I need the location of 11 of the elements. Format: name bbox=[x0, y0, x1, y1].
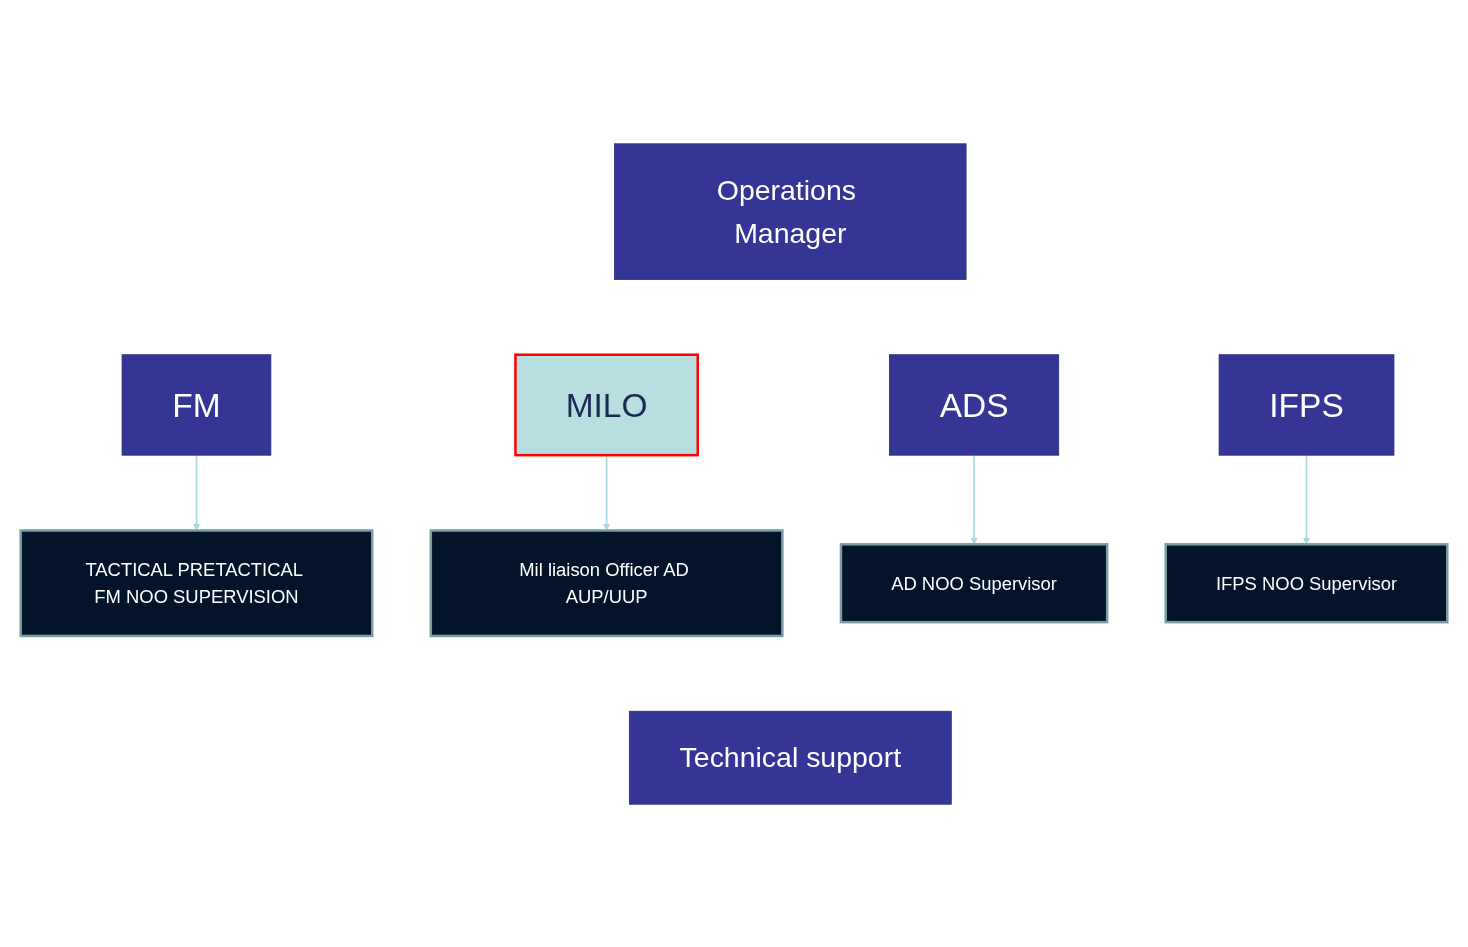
node-box: IFPS bbox=[1218, 353, 1395, 456]
node-box: Technical support bbox=[628, 710, 952, 805]
node-box: Mil liaison Officer AD AUP/UUP bbox=[429, 528, 784, 637]
node-box: Operations Manager bbox=[614, 142, 967, 280]
arrow bbox=[192, 453, 201, 531]
node-box: IFPS NOO Supervisor bbox=[1164, 542, 1449, 623]
node-box: AD NOO Supervisor bbox=[839, 542, 1109, 623]
node-box: TACTICAL PRETACTICAL FM NOO SUPERVISION bbox=[19, 528, 374, 637]
node-box: ADS bbox=[889, 353, 1060, 456]
node-box: FM bbox=[121, 353, 272, 456]
node-box: MILO bbox=[514, 352, 699, 456]
